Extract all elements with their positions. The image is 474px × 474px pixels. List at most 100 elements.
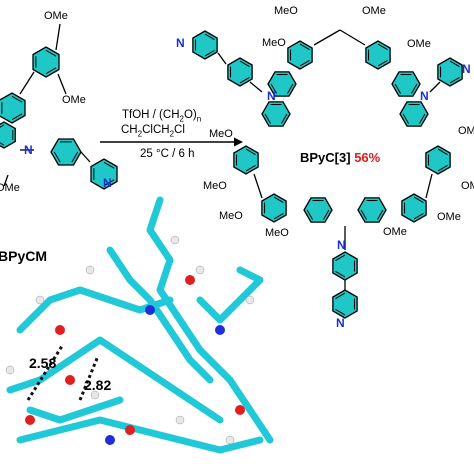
double-bond (245, 165, 256, 172)
double-bond (11, 95, 23, 103)
hydrogen-atom (170, 235, 180, 245)
double-bond (239, 60, 250, 67)
hydrogen-atom (5, 365, 15, 375)
double-bond (335, 254, 346, 261)
macro-carbazole-n-3: N (337, 238, 346, 252)
phenylene-ring (227, 57, 253, 87)
dimethoxyphenyl-ring (425, 145, 451, 175)
nitrogen-atom (105, 435, 115, 445)
double-bond (449, 60, 460, 67)
dimethoxyphenyl-ring (287, 40, 313, 70)
macro-meo-2: MeO (262, 37, 286, 49)
methylene-bond (425, 173, 433, 199)
double-bond (273, 196, 284, 203)
dimethoxyphenyl-ring (261, 193, 287, 223)
crystal-structure-model (5, 196, 274, 454)
double-bond (264, 113, 271, 124)
oxygen-atom (185, 275, 195, 285)
double-bond (335, 292, 346, 299)
carbazole-ring (303, 197, 333, 223)
hydrogen-atom (175, 415, 185, 425)
hydrogen-atom (85, 265, 95, 275)
phenylene-ring (437, 57, 463, 87)
double-bond (449, 77, 460, 84)
stick-chain (16, 416, 264, 454)
double-bond (377, 60, 388, 67)
macro-pyridine-n-2: N (462, 62, 471, 76)
stick-chain (26, 396, 124, 424)
macro-pyridine-n-1: N (176, 36, 185, 50)
double-bond (413, 196, 424, 203)
double-bond (103, 161, 115, 169)
macro-ome-4: OMe (461, 180, 474, 192)
double-bond (437, 148, 448, 155)
macro-meo-5: MeO (219, 210, 243, 222)
product-name: BPyC[3] (300, 150, 351, 165)
phenylene-ring (332, 251, 358, 281)
carbazole-ring (399, 101, 429, 127)
n-aryl-bond (429, 81, 441, 93)
hydrogen-bond-dashes (26, 345, 100, 401)
methoxy-bond (3, 174, 9, 187)
oxygen-atom (55, 325, 65, 335)
stick-chain (106, 246, 214, 384)
double-bond (204, 50, 215, 57)
double-bond (11, 113, 23, 121)
macro-ome-1: OMe (362, 5, 386, 17)
stick-chain (16, 286, 174, 334)
carbazole-ring (357, 197, 387, 223)
hydrogen-atom (35, 295, 45, 305)
double-bond (394, 83, 401, 94)
dimethoxyphenyl-ring (365, 40, 391, 70)
double-bond (45, 49, 57, 57)
macro-meo-4: MeO (203, 180, 227, 192)
reagents-text: TfOH / (CH2O)n (122, 109, 202, 124)
oxygen-atom (235, 405, 245, 415)
double-bond (103, 179, 115, 187)
dimethoxyphenyl-ring (32, 46, 60, 78)
stick-chain (196, 266, 264, 324)
oxygen-atom (25, 415, 35, 425)
monomer-label: BPyCM (0, 248, 48, 264)
double-bond (287, 83, 294, 94)
stick-chain (6, 336, 224, 424)
double-bond (53, 151, 61, 163)
macro-meo-1: MeO (274, 5, 298, 17)
double-bond (239, 77, 250, 84)
dimethoxyphenyl-ring (233, 145, 259, 175)
product-label: BPyC[3] 56% (300, 150, 380, 165)
phenylene-ring (50, 138, 82, 166)
solvent-text: CH2ClCH2Cl (121, 124, 185, 139)
macro-meo-6: MeO (265, 227, 289, 239)
reaction-arrow (100, 137, 243, 147)
monomer-structure (0, 23, 118, 190)
hydrogen-atom (225, 435, 235, 445)
methylene-bond (253, 173, 263, 199)
macro-ome-3: OMe (458, 125, 474, 137)
macrocycle-structure (192, 29, 463, 319)
n-aryl-bond (249, 81, 263, 93)
macro-meo-3: MeO (209, 128, 233, 140)
monomer-ome-1: OMe (44, 10, 68, 22)
macro-ome-2: OMe (407, 38, 431, 50)
carbazole-ring (391, 71, 421, 97)
hydrogen-atom (195, 265, 205, 275)
macro-ome-5: OMe (437, 211, 461, 223)
stick-chain (146, 196, 274, 444)
carbazole-ring (261, 101, 291, 127)
nitrogen-atom (215, 325, 225, 335)
dimethoxyphenyl-ring (401, 193, 427, 223)
pyridine-ring (332, 289, 358, 319)
oxygen-atom (125, 425, 135, 435)
biaryl-bond (80, 151, 91, 163)
double-bond (0, 142, 5, 146)
double-bond (270, 83, 277, 94)
monomer-ome-3: OMe (0, 182, 20, 194)
double-bond (281, 113, 288, 124)
double-bond (413, 213, 424, 220)
conditions-text: 25 °C / 6 h (140, 148, 195, 160)
methoxy-bond (55, 23, 61, 51)
macro-pyridine-n-3: N (336, 316, 345, 330)
carbazole-five-ring (0, 121, 16, 149)
